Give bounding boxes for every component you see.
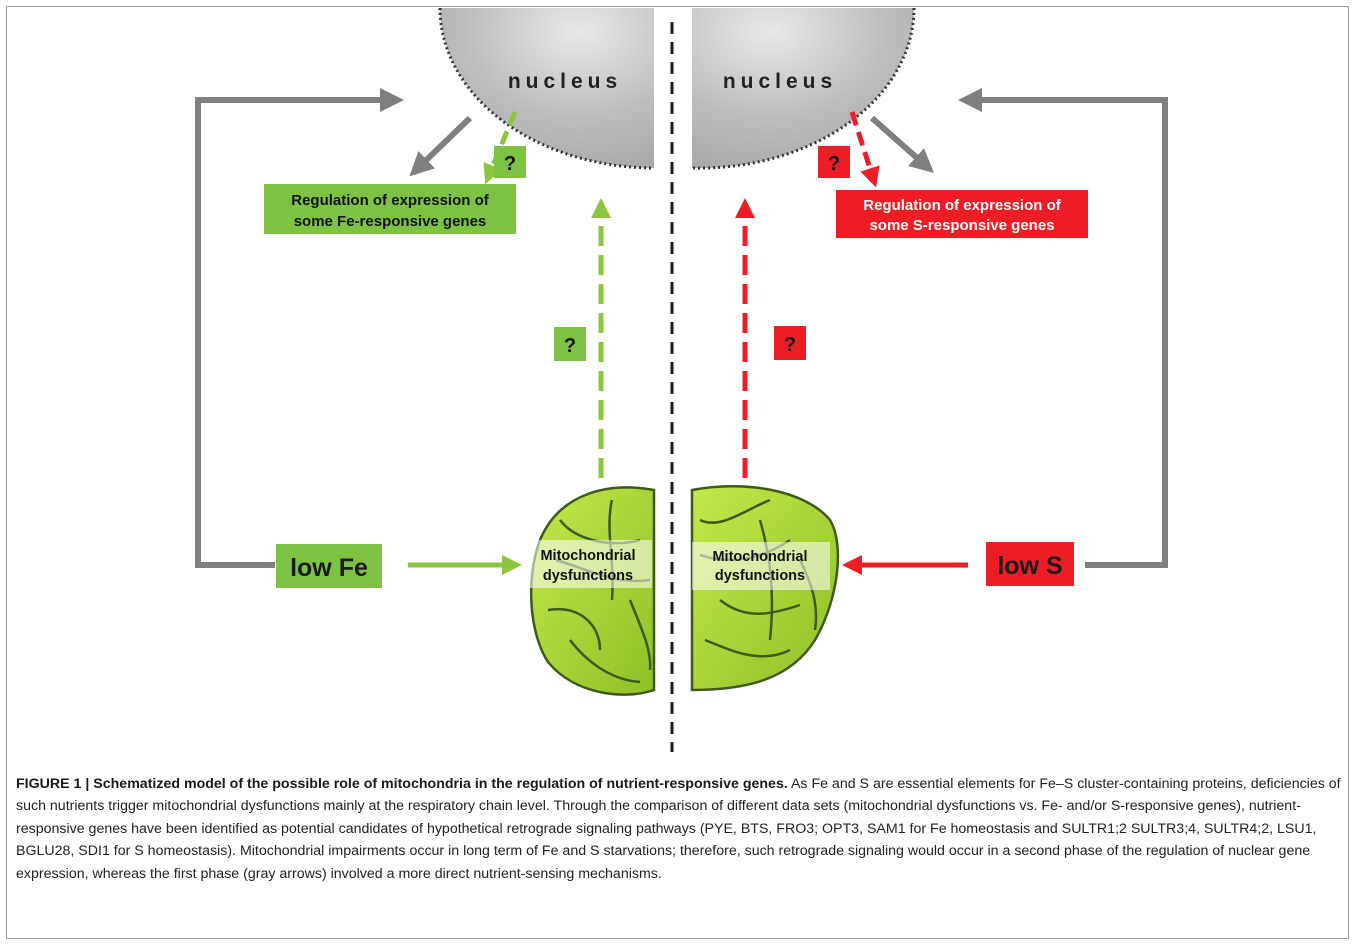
svg-text:Regulation of expression of: Regulation of expression of: [863, 197, 1062, 214]
svg-text:dysfunctions: dysfunctions: [543, 568, 633, 584]
svg-text:dysfunctions: dysfunctions: [715, 568, 805, 584]
question-box-s-middle: ?: [774, 326, 806, 360]
svg-text:Mitochondrial: Mitochondrial: [540, 548, 635, 564]
gray-loop-right-arrow: [958, 88, 1168, 568]
figure-diagram: nucleus nucleus ? ? Regulation of expres…: [195, 7, 1168, 752]
svg-text:?: ?: [504, 153, 516, 175]
svg-text:some S-responsive genes: some S-responsive genes: [869, 217, 1054, 234]
green-dashed-arrow-nucleus-to-fe: [483, 111, 518, 185]
svg-text:Regulation of expression of: Regulation of expression of: [291, 192, 490, 209]
gray-arrow-to-s-regulation: [870, 115, 934, 173]
figure-caption: FIGURE 1 | Schematized model of the poss…: [16, 773, 1341, 885]
s-regulation-box: Regulation of expression of some S-respo…: [836, 190, 1088, 238]
nucleus-right: nucleus: [691, 7, 916, 170]
mito-label-left: Mitochondrial dysfunctions: [524, 540, 652, 588]
svg-text:low Fe: low Fe: [290, 554, 368, 582]
nucleus-right-label: nucleus: [723, 70, 837, 93]
fe-regulation-box: Regulation of expression of some Fe-resp…: [264, 184, 516, 234]
gray-loop-left-arrow: [195, 88, 404, 568]
caption-text: As Fe and S are essential elements for F…: [16, 776, 1341, 882]
nucleus-left-label: nucleus: [508, 70, 622, 93]
nucleus-left: nucleus: [438, 7, 655, 170]
mito-label-right: Mitochondrial dysfunctions: [692, 542, 830, 590]
low-fe-box: low Fe: [276, 544, 382, 588]
svg-text:some Fe-responsive genes: some Fe-responsive genes: [294, 213, 487, 230]
svg-text:?: ?: [784, 334, 796, 356]
mitochondrion-left: [529, 486, 656, 696]
svg-text:Mitochondrial: Mitochondrial: [712, 549, 807, 565]
caption-label: FIGURE 1 | Schematized model of the poss…: [16, 776, 788, 792]
figure-frame: [6, 6, 1349, 939]
svg-text:?: ?: [828, 153, 840, 175]
red-dashed-arrow-nucleus-to-s: [849, 111, 880, 188]
gray-arrow-to-fe-regulation: [409, 115, 473, 177]
svg-text:low S: low S: [997, 552, 1062, 580]
svg-text:?: ?: [564, 335, 576, 357]
question-box-s-top: ?: [818, 146, 850, 178]
question-box-fe-top: ?: [494, 146, 526, 178]
question-box-fe-middle: ?: [554, 327, 586, 361]
low-s-box: low S: [986, 542, 1074, 586]
